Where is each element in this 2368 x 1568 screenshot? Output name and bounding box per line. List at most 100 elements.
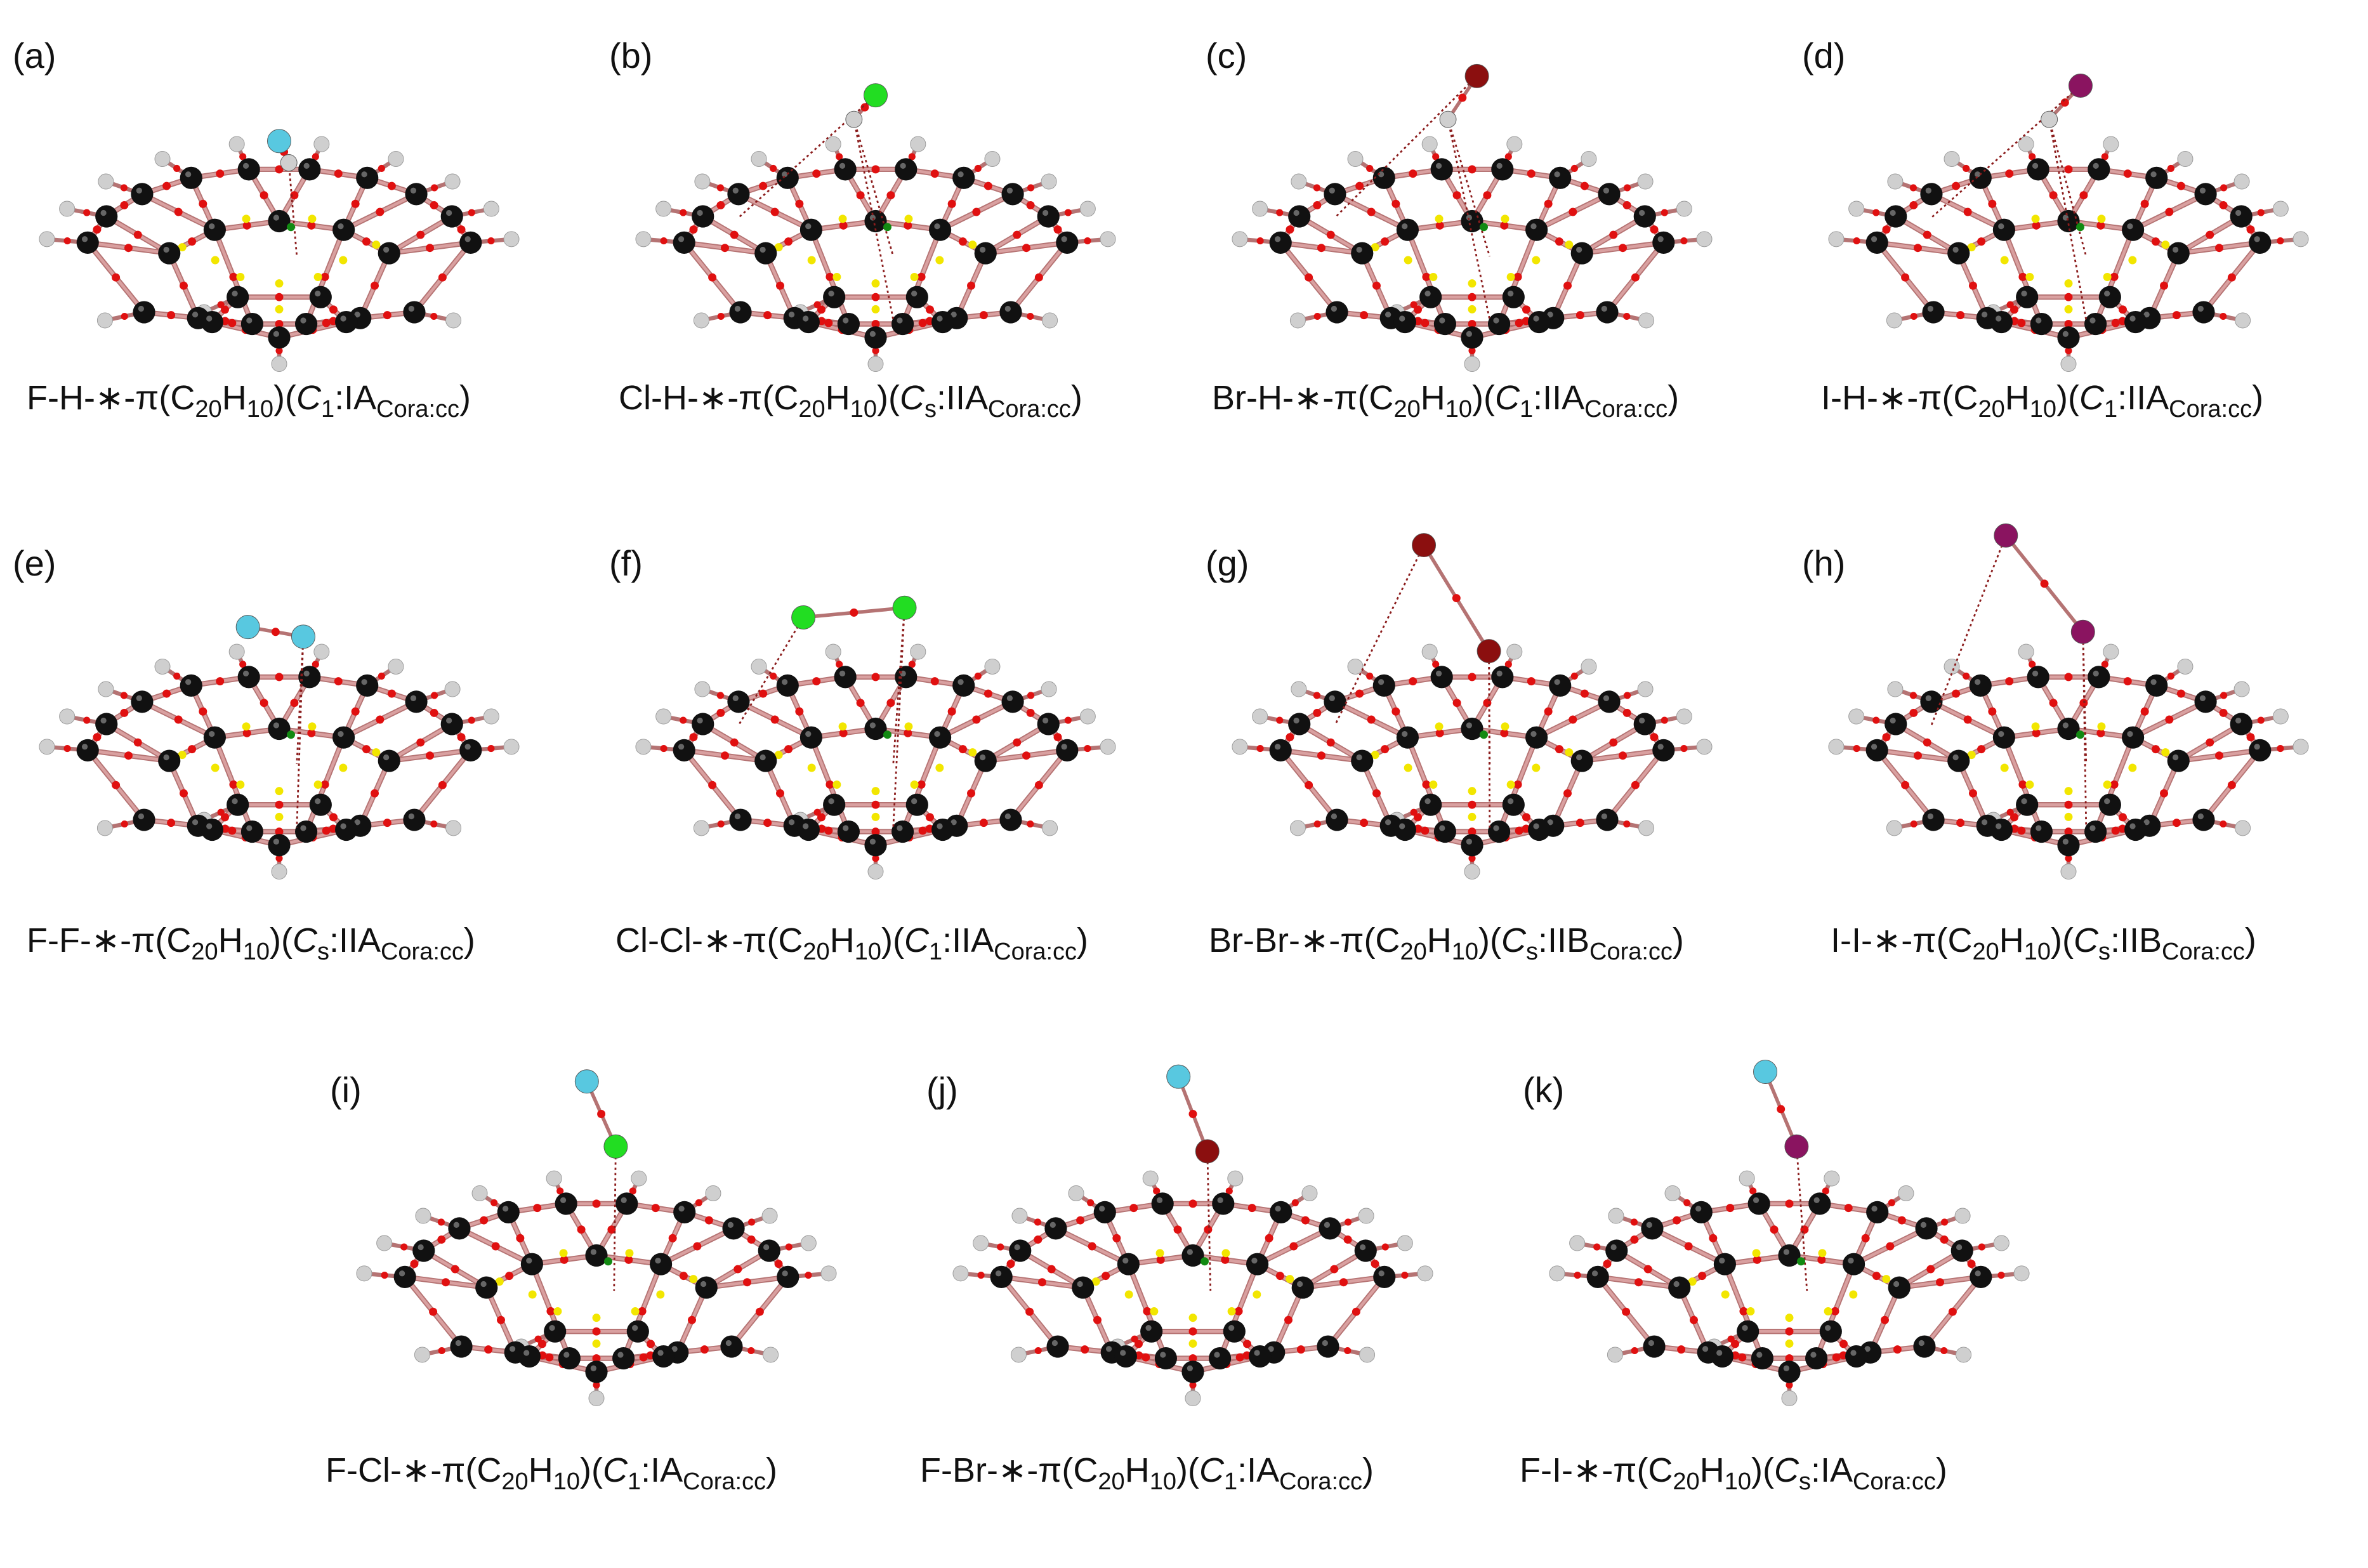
ring-critical-point [1785, 1314, 1794, 1322]
bond-critical-point [826, 272, 834, 281]
hydrogen-atom [388, 658, 404, 675]
caption-ring: Cora:cc [1584, 396, 1668, 423]
panel-label: (k) [1523, 1070, 1565, 1110]
bond-critical-point [2160, 789, 2168, 798]
carbon-atom [1920, 183, 1943, 206]
bond-critical-point [400, 1243, 408, 1251]
bond-critical-point [120, 692, 128, 699]
bond-critical-point [430, 201, 438, 209]
bond-critical-point [1047, 1265, 1056, 1274]
carbon-highlight [732, 695, 739, 701]
bond-critical-point [2123, 169, 2132, 178]
carbon-highlight [1920, 1222, 1927, 1228]
carbon-atom [2098, 793, 2121, 816]
bond-critical-point [1901, 273, 1910, 282]
bond-critical-point [1275, 1272, 1284, 1281]
hydrogen-atom [271, 356, 287, 372]
bond-critical-point [1948, 1307, 1957, 1316]
bond-critical-point [1634, 1278, 1643, 1287]
hydrogen-atom [1637, 681, 1654, 697]
carbon-highlight [1122, 1257, 1129, 1264]
panel-label: (i) [330, 1070, 362, 1110]
bond-critical-point [2029, 153, 2036, 161]
carbon-highlight [1435, 162, 1442, 169]
carbon-atom [837, 820, 860, 843]
hydrogen-atom [1886, 820, 1902, 836]
carbon-atom [95, 205, 118, 228]
bond-critical-point [593, 1381, 600, 1389]
carbon-highlight [81, 744, 88, 750]
bond-critical-point [1680, 745, 1688, 753]
ring-critical-point [1565, 240, 1574, 249]
bond-critical-point [2111, 826, 2120, 835]
ring-critical-point [313, 781, 322, 789]
bond-critical-point [376, 715, 385, 724]
carbon-highlight [1324, 1222, 1331, 1228]
hydrogen-atom [1252, 201, 1268, 217]
carbon-atom [1209, 1347, 1232, 1370]
bond-critical-point [1563, 281, 1572, 290]
bond-critical-point [545, 1353, 554, 1362]
bond-critical-point [1698, 1272, 1707, 1281]
bond-critical-point [167, 819, 176, 827]
carbon-highlight [732, 187, 739, 194]
bond-critical-point [930, 169, 939, 178]
carbon-highlight [828, 291, 834, 297]
carbon-highlight [803, 823, 809, 829]
caption-ring: Cora:cc [2169, 396, 2253, 423]
ring-critical-point [1849, 1290, 1858, 1299]
hydrogen-atom [1664, 1185, 1681, 1201]
carbon-atom [459, 231, 482, 254]
carbon-atom [227, 793, 249, 816]
carbon-atom [1319, 1217, 1341, 1240]
carbon-highlight [1077, 1281, 1083, 1288]
caption-symsub: 1 [320, 396, 335, 423]
bond-critical-point [371, 281, 379, 290]
caption-s2: 10 [2029, 396, 2056, 423]
ring-critical-point [968, 240, 977, 249]
carbon-atom [974, 749, 997, 772]
bond-critical-point [387, 689, 396, 698]
bond-critical-point [1622, 708, 1631, 717]
bond-critical-point [2005, 169, 2014, 178]
carbon-highlight [2143, 819, 2150, 826]
hydrogen-atom [2177, 150, 2194, 167]
carbon-highlight [1956, 1244, 1963, 1251]
caption-s2: 10 [2023, 939, 2051, 965]
bond-critical-point [1291, 1199, 1299, 1206]
bond-critical-point [2119, 305, 2127, 314]
bond-critical-point [1027, 692, 1035, 699]
bond-critical-point [770, 164, 777, 172]
bond-critical-point [607, 1225, 616, 1234]
carbon-atom [1525, 218, 1548, 241]
bond-critical-point [1909, 184, 1917, 192]
carbon-highlight [464, 236, 471, 242]
carbon-atom [1181, 1360, 1204, 1383]
carbon-atom [1461, 834, 1483, 857]
bond-critical-point [708, 781, 717, 789]
bond-critical-point [320, 272, 329, 281]
bond-critical-point [260, 191, 268, 200]
carbon-highlight [1547, 819, 1553, 826]
carbon-highlight [1996, 823, 2002, 829]
bond-critical-point [1504, 661, 1512, 668]
hydrogen-atom [2292, 739, 2309, 755]
ring-critical-point [1818, 1249, 1827, 1258]
bond-critical-point [1452, 699, 1461, 708]
bond-critical-point [229, 780, 238, 789]
ring-critical-point [774, 243, 783, 252]
bond-critical-point [733, 1265, 742, 1274]
bond-critical-point [1623, 312, 1631, 320]
carbon-highlight [843, 317, 849, 324]
bond-critical-point [162, 181, 171, 190]
bond-critical-point [1923, 738, 1931, 747]
carbon-highlight [1004, 813, 1011, 820]
carbon-highlight [273, 722, 279, 728]
bond-critical-point [1468, 293, 1477, 301]
cage-critical-point [2076, 223, 2084, 232]
bond-critical-point [2172, 311, 2181, 320]
carbon-atom [1372, 166, 1395, 189]
bond-critical-point [1355, 689, 1364, 698]
carbon-atom [1885, 205, 1907, 228]
bond-critical-point [538, 1340, 546, 1348]
